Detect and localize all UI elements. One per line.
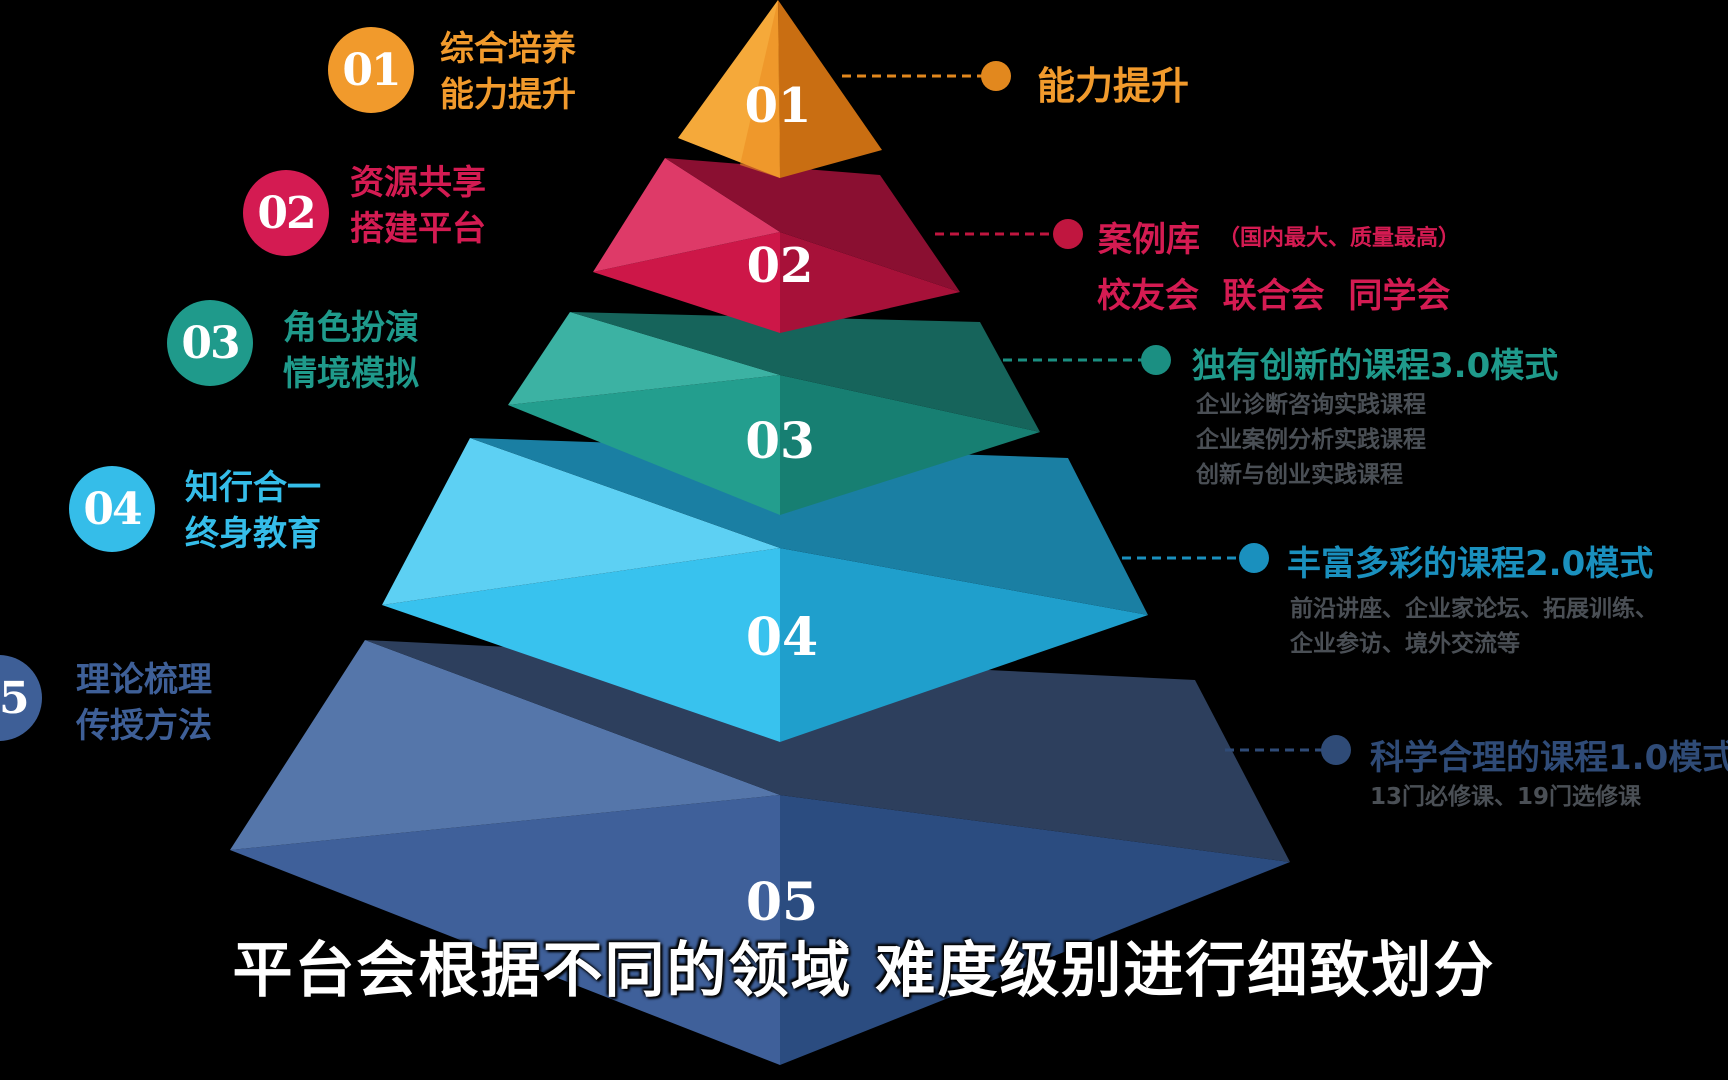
left-label-4-line2: 终身教育 bbox=[185, 514, 321, 554]
connector-3 bbox=[1003, 345, 1171, 375]
pyramid-tier-2: 02 bbox=[593, 158, 960, 333]
left-label-2-line1: 资源共享 bbox=[350, 163, 486, 203]
video-subtitle: 平台会根据不同的领域 难度级别进行细致划分 bbox=[232, 936, 1496, 1006]
connector-5 bbox=[1225, 735, 1351, 765]
right-label-2-detail-1: 校友会 联合会 同学会 bbox=[1097, 276, 1451, 316]
tier-number-4: 04 bbox=[746, 607, 818, 668]
right-label-4-heading: 丰富多彩的课程2.0模式 bbox=[1287, 544, 1654, 584]
right-label-5-heading: 科学合理的课程1.0模式 bbox=[1370, 738, 1728, 778]
tier-number-1: 01 bbox=[745, 78, 812, 134]
right-label-4-detail-2: 企业参访、境外交流等 bbox=[1290, 631, 1520, 657]
right-label-4-detail-1: 前沿讲座、企业家论坛、拓展训练、 bbox=[1290, 596, 1658, 622]
right-label-3-detail-3: 创新与创业实践课程 bbox=[1196, 462, 1403, 488]
left-label-3-line2: 情境模拟 bbox=[283, 354, 419, 394]
left-label-5-line1: 理论梳理 bbox=[76, 660, 212, 700]
badge-01: 01 bbox=[328, 27, 414, 113]
left-label-1-line2: 能力提升 bbox=[440, 75, 576, 115]
right-label-3-detail-1: 企业诊断咨询实践课程 bbox=[1196, 392, 1426, 418]
left-label-3-line1: 角色扮演 bbox=[283, 308, 419, 348]
pyramid-tier-3: 03 bbox=[508, 312, 1040, 515]
tier-number-5: 05 bbox=[746, 872, 818, 933]
connector-4 bbox=[1122, 543, 1269, 573]
right-label-1-heading: 能力提升 bbox=[1037, 64, 1190, 108]
right-label-2-note: （国内最大、质量最高） bbox=[1218, 226, 1461, 251]
tier-number-2: 02 bbox=[747, 238, 814, 294]
pyramid-tier-5: 05 bbox=[230, 640, 1290, 1065]
tier-number-3: 03 bbox=[745, 411, 815, 470]
badge-02: 02 bbox=[243, 170, 329, 256]
pyramid-tier-4: 04 bbox=[382, 438, 1148, 742]
connector-1 bbox=[842, 61, 1011, 91]
right-label-2-heading: 案例库 bbox=[1098, 220, 1200, 260]
right-label-5-detail-1: 13门必修课、19门选修课 bbox=[1370, 784, 1642, 810]
badge-04: 04 bbox=[69, 466, 155, 552]
connector-2 bbox=[935, 219, 1083, 249]
right-label-3-heading: 独有创新的课程3.0模式 bbox=[1192, 346, 1559, 386]
left-label-5-line2: 传授方法 bbox=[76, 706, 212, 746]
badge-03: 03 bbox=[167, 300, 253, 386]
left-label-4-line1: 知行合一 bbox=[185, 468, 321, 508]
left-label-1-line1: 综合培养 bbox=[440, 29, 576, 69]
left-label-2-line2: 搭建平台 bbox=[350, 209, 486, 249]
right-label-3-detail-2: 企业案例分析实践课程 bbox=[1196, 427, 1426, 453]
pyramid-tier-1: 01 bbox=[678, 0, 882, 178]
